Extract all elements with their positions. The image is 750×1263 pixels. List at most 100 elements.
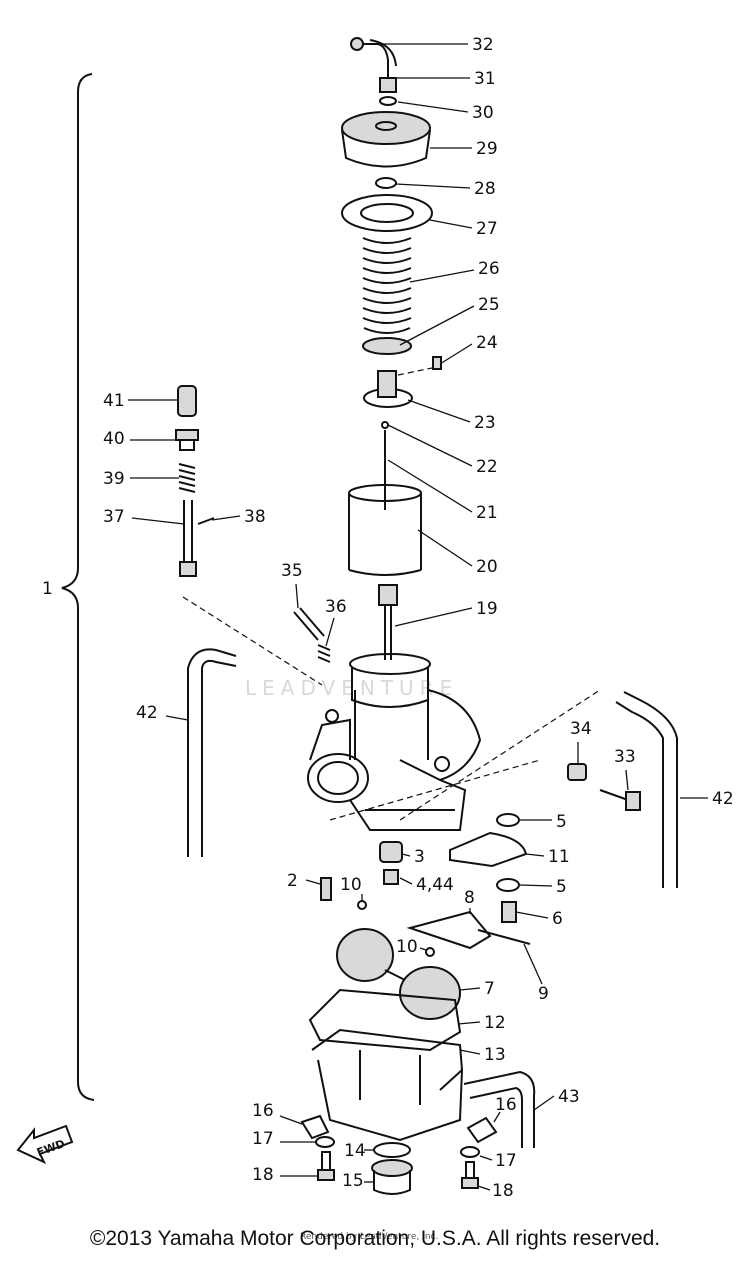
callout-label-c33: 33 (614, 747, 636, 767)
leader-line-c38 (211, 515, 241, 521)
alignment-line (182, 596, 323, 686)
copyright-notice: ©2013 Yamaha Motor Corporation, U.S.A. A… (89, 1227, 661, 1250)
callout-label-c35: 35 (281, 561, 303, 581)
mixing-chamber-top-part (341, 111, 431, 168)
callout-label-c38: 38 (244, 507, 266, 527)
callout-label-c444: 4,44 (416, 875, 454, 895)
callout-label-c15: 15 (342, 1171, 364, 1191)
callout-label-c26: 26 (478, 259, 500, 279)
alignment-line (329, 759, 541, 821)
callout-label-c21: 21 (476, 503, 498, 523)
callout-label-c22: 22 (476, 457, 498, 477)
fitting-part (379, 77, 397, 93)
washer-part (460, 1146, 480, 1158)
leader-line-c18b (477, 1185, 491, 1191)
carburetor-body (307, 653, 482, 831)
leader-line-c36 (325, 617, 335, 647)
callout-label-c36: 36 (325, 597, 347, 617)
leader-line-c26 (409, 269, 475, 283)
pin-part (197, 517, 215, 525)
small-part (425, 947, 435, 957)
leader-line-c2 (305, 879, 321, 885)
leader-line-c42a (165, 715, 189, 721)
callout-label-c25: 25 (478, 295, 500, 315)
assembly-bracket (61, 73, 95, 1101)
callout-label-c17b: 17 (495, 1151, 517, 1171)
leader-line-c6 (515, 911, 549, 919)
forward-arrow-icon (16, 1124, 74, 1165)
callout-label-c24: 24 (476, 333, 498, 353)
callout-label-c16a: 16 (252, 1101, 274, 1121)
callout-label-c8: 8 (464, 888, 475, 908)
leader-line-c19 (394, 607, 473, 627)
leader-line-c13 (459, 1049, 481, 1055)
leader-line-c5b (519, 884, 553, 887)
screw-part (432, 356, 442, 370)
forward-arrow-label: FWD (35, 1137, 66, 1159)
gasket-part (341, 194, 433, 232)
leader-line-c10b (419, 947, 427, 951)
callout-label-c5a: 5 (556, 812, 567, 832)
leader-line-c21 (387, 459, 473, 513)
leader-line-c28 (395, 183, 471, 189)
starter-nut-part (175, 429, 199, 451)
callout-label-c18a: 18 (252, 1165, 274, 1185)
leader-line-c7 (459, 987, 481, 991)
jet-holder-part (379, 841, 403, 863)
render-watermark: Rendered by LeadVenture, Inc. (300, 1232, 439, 1242)
leader-line-c27 (429, 219, 473, 229)
washer-part (496, 878, 520, 892)
clip-part (466, 1116, 498, 1144)
leader-line-c23 (407, 399, 471, 423)
callout-label-c10a: 10 (340, 875, 362, 895)
callout-label-c30: 30 (472, 103, 494, 123)
float-arm-part (406, 910, 492, 950)
needle-valve-part (501, 901, 517, 923)
float-bowl-gasket-part (308, 988, 462, 1052)
overflow-tube-left (187, 648, 237, 857)
leader-line-c37 (131, 517, 185, 525)
leader-line-c22 (387, 424, 473, 467)
washer-part (496, 813, 520, 827)
alignment-line (399, 689, 601, 821)
callout-label-c28: 28 (474, 179, 496, 199)
washer-part (315, 1136, 335, 1148)
callout-label-c20: 20 (476, 557, 498, 577)
overflow-tube-right (615, 691, 678, 888)
clip-part (300, 1114, 330, 1140)
leader-line-c25 (399, 305, 475, 346)
leader-line-c30 (397, 101, 469, 113)
callout-label-c2: 2 (287, 871, 298, 891)
clip-part (381, 421, 389, 429)
main-jet-part (383, 869, 399, 885)
nut-part (567, 763, 587, 781)
callout-label-c10b: 10 (396, 937, 418, 957)
drain-gasket-part (373, 1142, 411, 1158)
callout-label-c6: 6 (552, 909, 563, 929)
screw-spring-part (317, 644, 331, 663)
leader-line-c16a (279, 1115, 303, 1125)
callout-label-c9: 9 (538, 984, 549, 1004)
leader-line-c43 (533, 1095, 555, 1111)
screw-part (317, 1151, 335, 1181)
callout-label-c32: 32 (472, 35, 494, 55)
callout-label-c27: 27 (476, 219, 498, 239)
callout-label-c43: 43 (558, 1087, 580, 1107)
callout-label-c34: 34 (570, 719, 592, 739)
spring-seat-part (362, 337, 412, 355)
throttle-valve-part (348, 484, 422, 576)
callout-label-c7: 7 (484, 979, 495, 999)
callout-label-c12: 12 (484, 1013, 506, 1033)
starter-cap-part (177, 385, 197, 417)
throttle-spring-part (362, 237, 412, 334)
adjust-screw-part (599, 789, 641, 811)
callout-label-c19: 19 (476, 599, 498, 619)
callout-label-c42a: 42 (136, 703, 158, 723)
throttle-stop-screw-part (293, 607, 325, 641)
leader-line-c33 (625, 769, 629, 791)
washer-part (379, 96, 397, 106)
callout-label-c14: 14 (344, 1141, 366, 1161)
callout-label-c39: 39 (103, 469, 125, 489)
needle-jet-part (378, 584, 398, 660)
